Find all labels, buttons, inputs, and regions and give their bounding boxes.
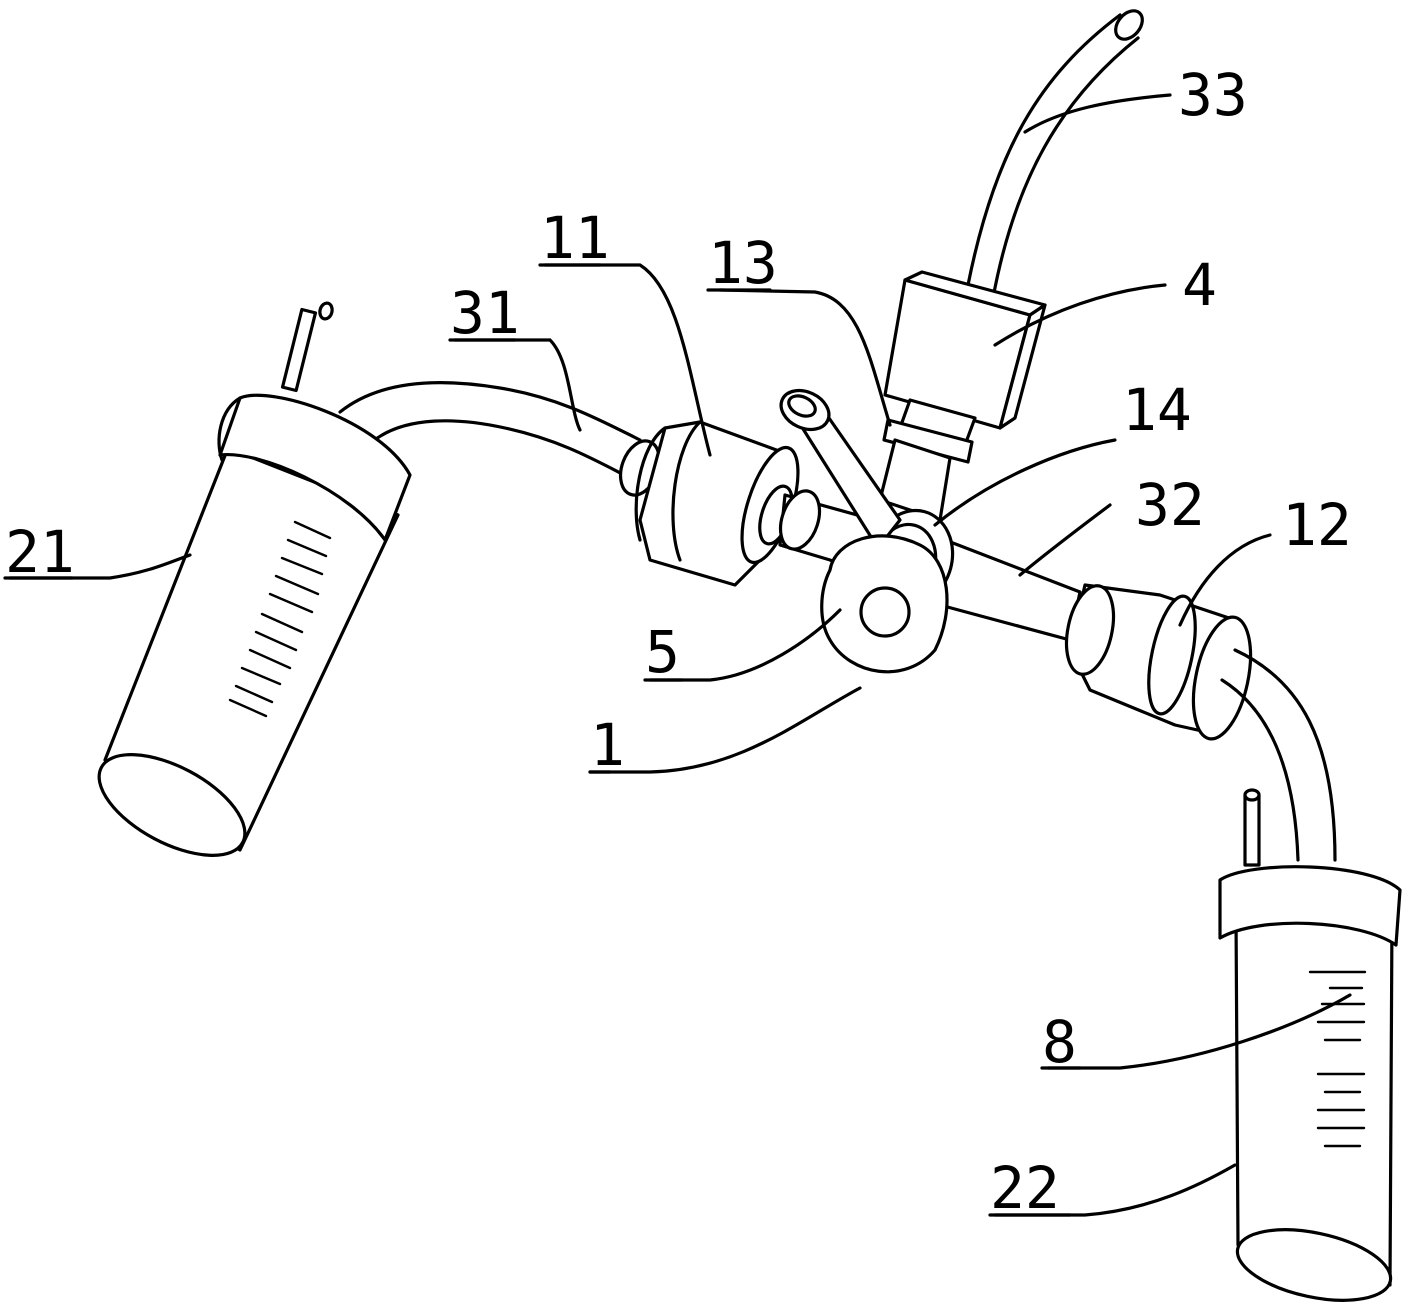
leader-lines (8, 93, 1352, 1217)
label-14: 14 (1122, 376, 1192, 444)
bottle-21 (97, 301, 412, 857)
label-33: 33 (1178, 61, 1248, 129)
leader-14 (933, 438, 1117, 527)
label-underlines (3, 263, 1082, 1217)
label-8: 8 (1042, 1008, 1077, 1076)
handle-5 (779, 388, 949, 674)
connector-13 (878, 398, 977, 522)
leader-32 (1018, 503, 1112, 577)
label-5: 5 (645, 618, 680, 686)
leader-11 (543, 263, 712, 457)
label-11: 11 (540, 204, 610, 272)
leader-8 (1046, 993, 1352, 1070)
scale-marks-21 (228, 520, 332, 718)
label-4: 4 (1182, 251, 1217, 319)
label-22: 22 (990, 1154, 1060, 1222)
label-12: 12 (1282, 491, 1352, 559)
coupling-12 (1064, 583, 1253, 741)
scale-marks-22 (1308, 970, 1367, 1148)
leader-13 (718, 288, 892, 427)
label-32: 32 (1135, 471, 1205, 539)
reference-labels: 33 4 13 11 31 14 32 12 21 5 1 8 22 (5, 61, 1352, 1222)
label-31: 31 (450, 279, 520, 347)
leader-22 (993, 1163, 1237, 1217)
leader-1 (588, 686, 862, 774)
label-21: 21 (5, 518, 75, 586)
bottle-22 (1218, 788, 1402, 1302)
leader-21 (8, 553, 192, 580)
leader-4 (993, 283, 1167, 347)
cap-4 (883, 270, 1047, 430)
leader-33 (1023, 93, 1172, 134)
tube-to-22 (1220, 648, 1337, 862)
label-1: 1 (590, 711, 625, 779)
label-13: 13 (708, 229, 778, 297)
leader-12 (1178, 533, 1272, 627)
leader-31 (453, 338, 582, 432)
leader-5 (648, 608, 842, 682)
tube-33 (966, 9, 1144, 300)
